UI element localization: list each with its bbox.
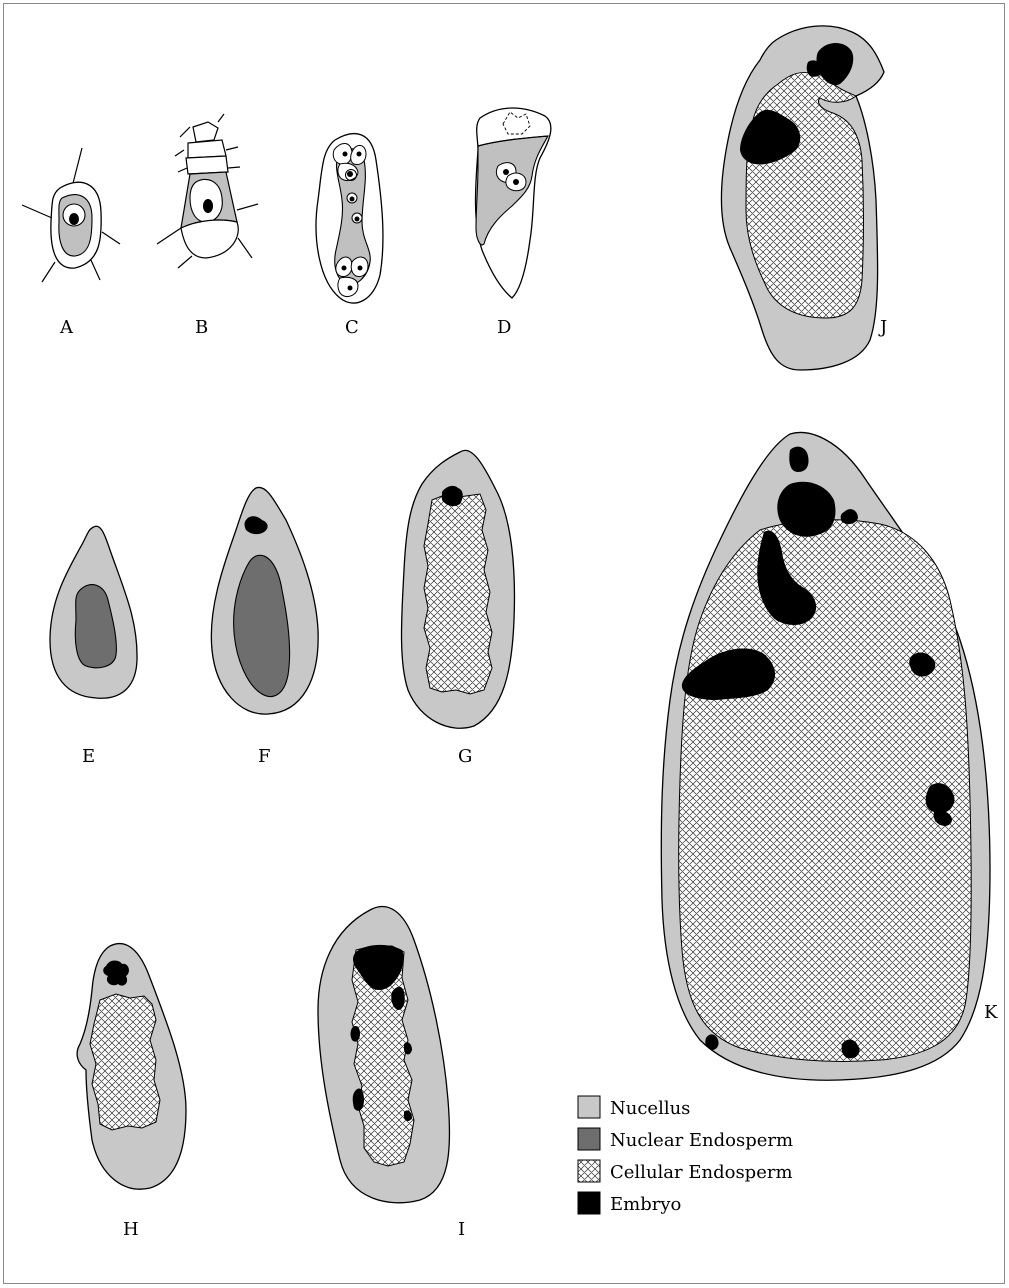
panel-label-d: D xyxy=(497,317,511,338)
legend-label-nuclear-endosperm: Nuclear Endosperm xyxy=(610,1130,793,1151)
panel-f: F xyxy=(211,487,318,767)
panel-g: G xyxy=(402,450,515,767)
panel-a: A xyxy=(22,148,120,338)
panel-label-i: I xyxy=(458,1219,465,1240)
legend-swatch-nucellus xyxy=(578,1096,600,1118)
panel-k: K xyxy=(661,433,998,1081)
legend-swatch-nuclear-endosperm xyxy=(578,1128,600,1150)
legend-label-nucellus: Nucellus xyxy=(610,1098,690,1119)
legend-swatch-embryo xyxy=(578,1192,600,1214)
panel-h: H xyxy=(77,944,186,1240)
panel-b: B xyxy=(157,114,258,338)
panel-e: E xyxy=(50,526,137,767)
panel-label-b: B xyxy=(195,317,208,338)
panel-i: I xyxy=(318,907,465,1240)
panel-label-a: A xyxy=(59,317,74,338)
legend-swatch-cellular-endosperm xyxy=(578,1160,600,1182)
legend-label-cellular-endosperm: Cellular Endosperm xyxy=(610,1162,793,1183)
panel-label-h: H xyxy=(123,1219,139,1240)
panel-label-e: E xyxy=(82,746,95,767)
legend-label-embryo: Embryo xyxy=(610,1194,681,1215)
panel-c: C xyxy=(316,134,383,338)
panel-label-g: G xyxy=(458,746,472,767)
panel-label-k: K xyxy=(984,1002,998,1023)
panel-label-j: J xyxy=(878,317,887,338)
panel-j: J xyxy=(722,26,888,370)
legend: Nucellus Nuclear Endosperm Cellular Endo… xyxy=(578,1096,793,1215)
panel-label-f: F xyxy=(258,746,271,767)
panel-d: D xyxy=(476,108,551,338)
panel-label-c: C xyxy=(345,317,359,338)
